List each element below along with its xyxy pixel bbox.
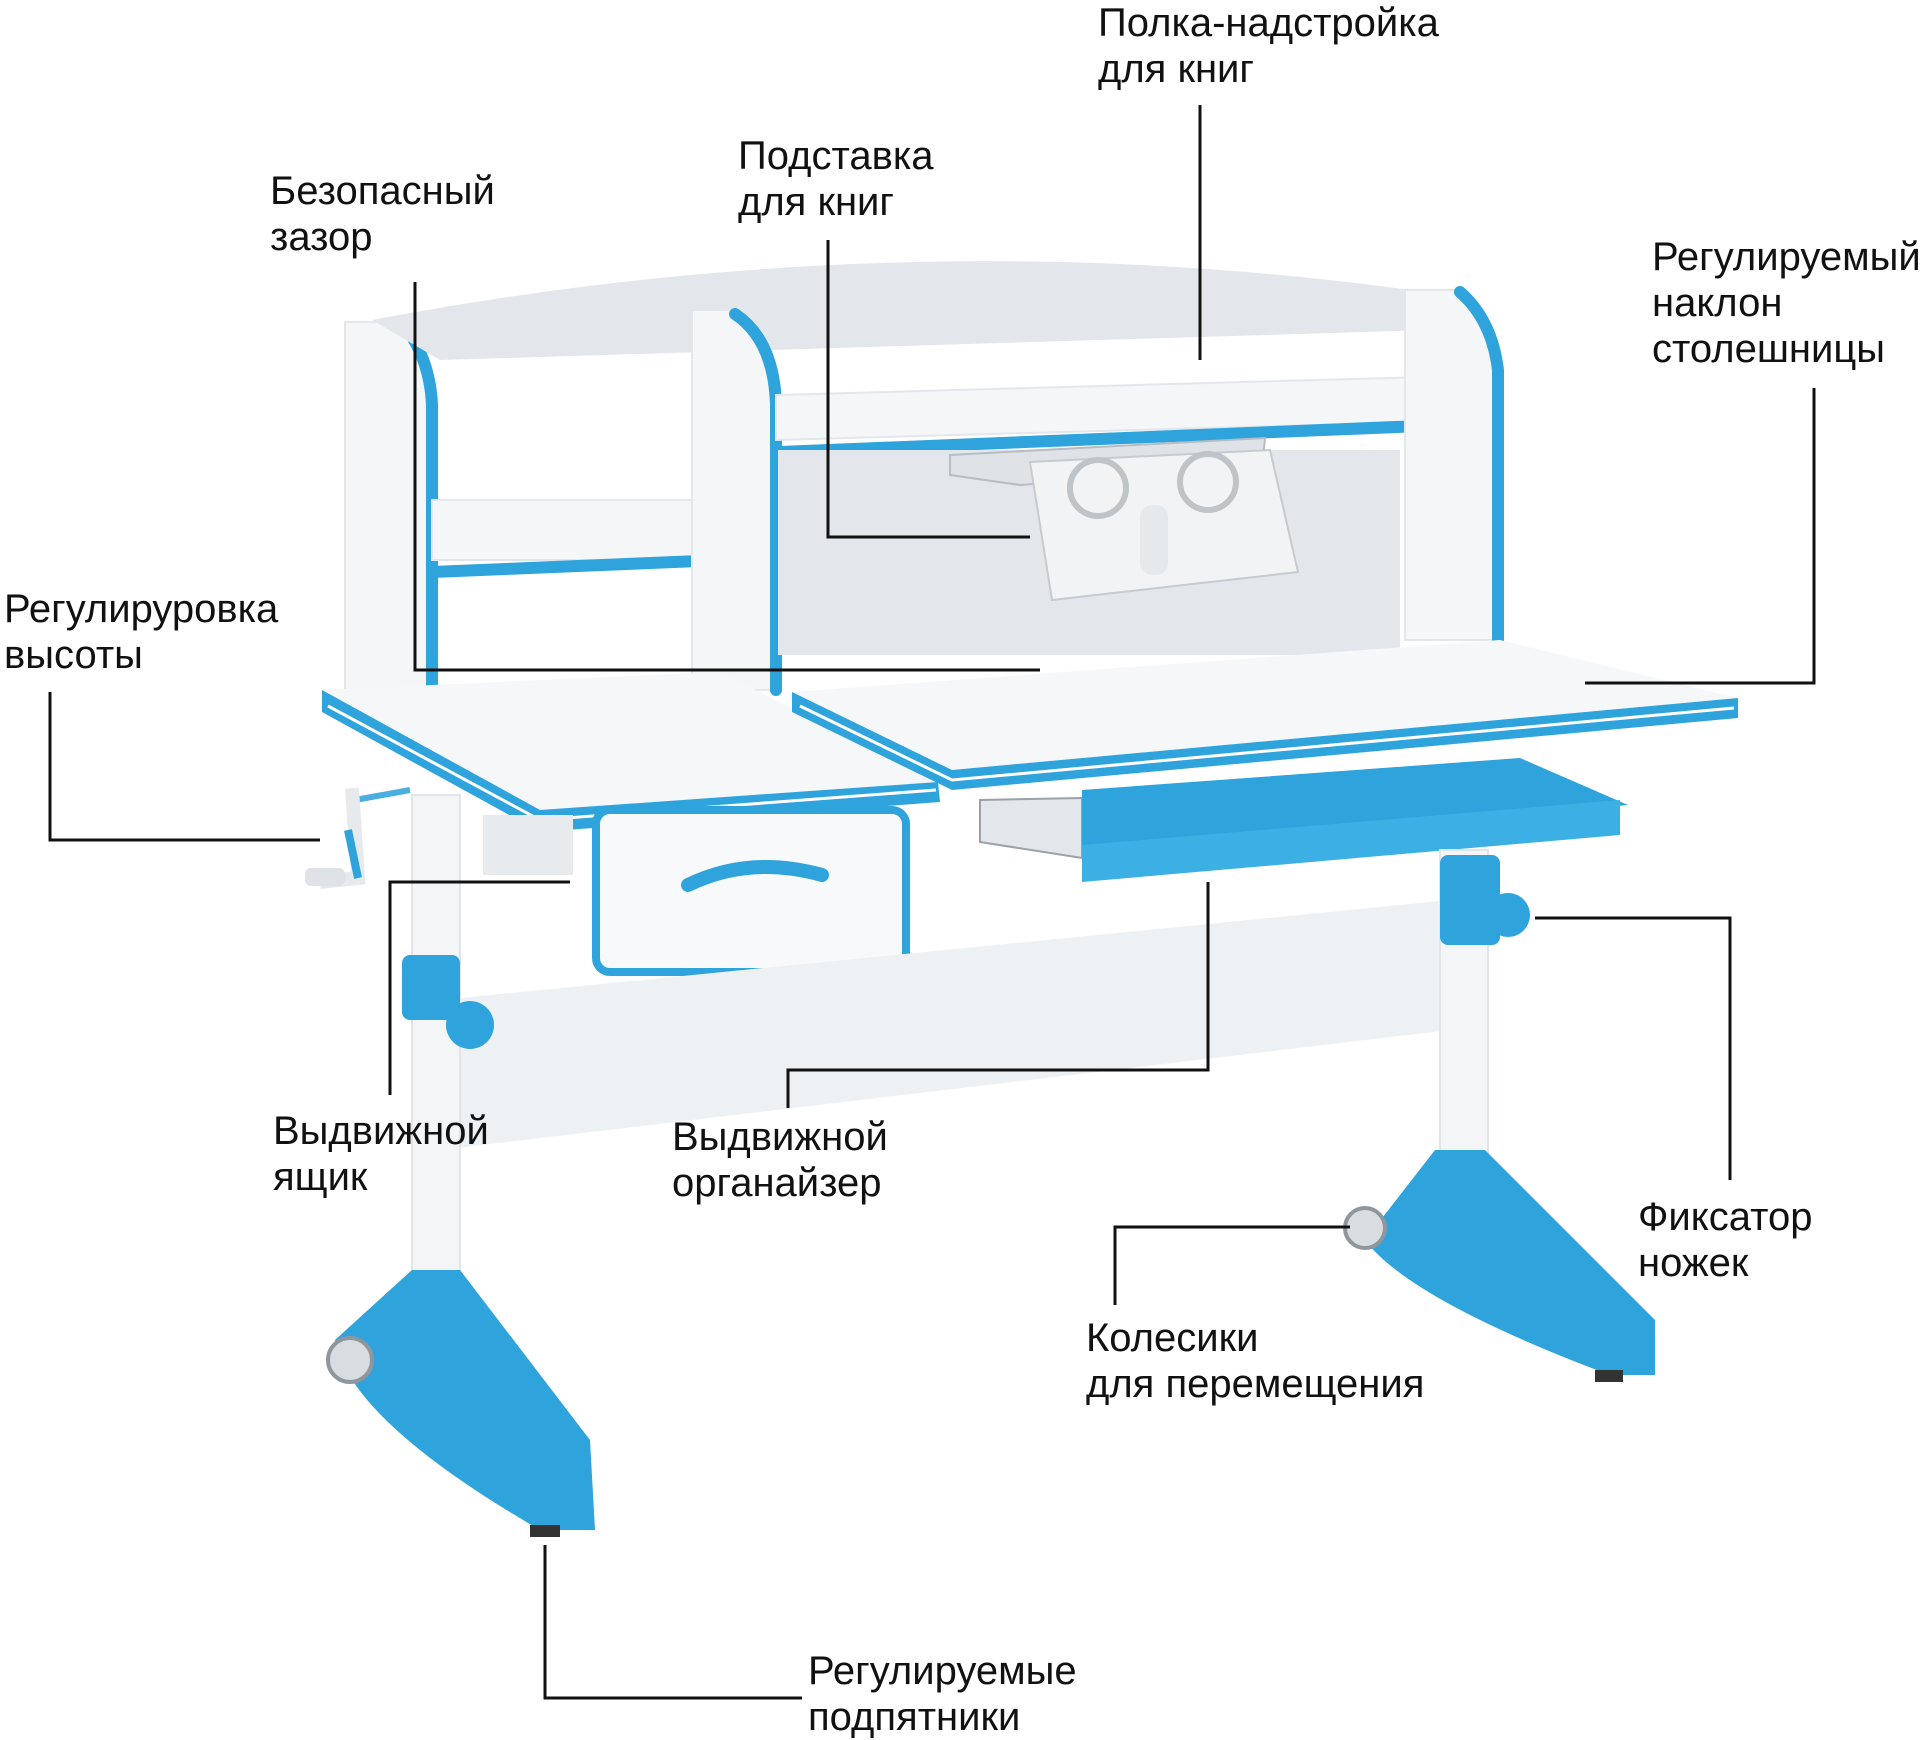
hutch-back-panel bbox=[372, 261, 1430, 360]
left-foot bbox=[335, 1270, 595, 1530]
leader-organizer bbox=[786, 882, 1210, 1108]
drawer-front bbox=[592, 806, 910, 976]
callout-leg-lock-line1: Фиксатор bbox=[1638, 1195, 1813, 1239]
drawer bbox=[483, 806, 910, 976]
leader-feet bbox=[543, 1545, 802, 1700]
callout-shelf-line2: для книг bbox=[1098, 47, 1254, 91]
leader-safe-gap bbox=[413, 282, 1040, 672]
hutch-right-panel bbox=[1404, 289, 1501, 641]
organizer-front bbox=[1082, 800, 1620, 882]
right-leg bbox=[1343, 849, 1655, 1382]
height-crank bbox=[305, 787, 411, 889]
right-desktop-edge-line bbox=[799, 704, 1735, 782]
callout-drawer: Выдвижной ящик bbox=[273, 1108, 489, 1200]
crank-handle bbox=[305, 868, 345, 886]
book-stand-clip-left bbox=[1067, 457, 1129, 519]
left-leg-knob bbox=[446, 1001, 494, 1049]
callout-safe-gap-line2: зазор bbox=[270, 215, 373, 259]
callout-tilt-line1: Регулируемый bbox=[1652, 235, 1921, 279]
callout-safe-gap-line1: Безопасный bbox=[270, 169, 495, 213]
leader-tilt bbox=[1585, 388, 1816, 685]
callout-safe-gap: Безопасный зазор bbox=[270, 168, 495, 260]
callout-book-stand-line1: Подставка bbox=[738, 134, 934, 178]
left-leg-column bbox=[411, 794, 461, 1296]
left-foot-pad bbox=[530, 1525, 560, 1537]
left-wheel bbox=[326, 1336, 374, 1384]
book-stand-clip-right bbox=[1177, 451, 1239, 513]
callout-book-stand: Подставка для книг bbox=[738, 133, 933, 225]
callout-organizer: Выдвижной органайзер bbox=[672, 1114, 888, 1206]
left-leg bbox=[326, 794, 595, 1537]
organizer-rail bbox=[979, 796, 1083, 860]
right-desktop bbox=[792, 640, 1738, 790]
callout-wheels-line2: для перемещения bbox=[1086, 1362, 1425, 1406]
hutch-top-shelf-edge bbox=[774, 417, 1501, 458]
callout-organizer-line2: органайзер bbox=[672, 1161, 882, 1205]
crank-rod bbox=[354, 787, 411, 803]
drawer-body bbox=[483, 815, 573, 875]
left-leg-clamp bbox=[402, 955, 460, 1020]
crossbar bbox=[440, 900, 1450, 1150]
right-wheel bbox=[1343, 1206, 1387, 1250]
right-desktop-edge bbox=[792, 692, 1738, 790]
book-stand-slot bbox=[1140, 505, 1168, 575]
hutch-left-panel bbox=[344, 321, 431, 702]
left-desktop-edge bbox=[322, 690, 940, 832]
right-leg-knob bbox=[1486, 893, 1530, 937]
organizer bbox=[979, 758, 1628, 882]
callout-book-stand-line2: для книг bbox=[738, 180, 894, 224]
leader-book-stand bbox=[826, 240, 1030, 539]
right-leg-clamp bbox=[1440, 855, 1500, 945]
callout-leg-lock-line2: ножек bbox=[1638, 1241, 1749, 1285]
callout-shelf-line1: Полка-надстройка bbox=[1098, 1, 1439, 45]
crank-arm-accent bbox=[344, 829, 362, 879]
callout-leg-lock: Фиксатор ножек bbox=[1638, 1194, 1812, 1286]
callout-wheels: Колесики для перемещения bbox=[1086, 1315, 1424, 1407]
right-foot-pad bbox=[1595, 1370, 1623, 1382]
hutch bbox=[344, 261, 1504, 706]
book-stand bbox=[949, 436, 1300, 602]
callout-tilt-line2: наклон bbox=[1652, 281, 1783, 325]
organizer-tray bbox=[1082, 758, 1628, 855]
callout-shelf: Полка-надстройка для книг bbox=[1098, 0, 1439, 92]
callout-drawer-line2: ящик bbox=[273, 1155, 368, 1199]
callout-tilt-line3: столешницы bbox=[1652, 327, 1886, 371]
left-desktop-top bbox=[322, 672, 938, 810]
right-desktop-top bbox=[792, 640, 1738, 770]
callout-height-line1: Регулируровка bbox=[4, 587, 279, 631]
hutch-right-edge bbox=[1454, 286, 1504, 646]
right-foot bbox=[1365, 1150, 1655, 1375]
callout-drawer-line1: Выдвижной bbox=[273, 1109, 489, 1153]
callout-tilt: Регулируемый наклон столешницы bbox=[1652, 234, 1921, 372]
leader-wheels bbox=[1113, 1225, 1350, 1305]
leader-height bbox=[48, 692, 320, 842]
callout-feet-line1: Регулируемые bbox=[808, 1649, 1077, 1693]
leader-drawer bbox=[388, 880, 570, 1095]
callout-height-line2: высоты bbox=[4, 633, 143, 677]
leader-lines bbox=[48, 105, 1816, 1700]
callout-wheels-line1: Колесики bbox=[1086, 1316, 1259, 1360]
callout-feet-line2: подпятники bbox=[808, 1695, 1021, 1739]
callout-height: Регулируровка высоты bbox=[4, 586, 278, 678]
drawer-handle bbox=[681, 860, 829, 892]
leader-leg-lock bbox=[1535, 916, 1732, 1180]
callout-feet: Регулируемые подпятники bbox=[808, 1648, 1077, 1740]
callout-organizer-line1: Выдвижной bbox=[672, 1115, 888, 1159]
